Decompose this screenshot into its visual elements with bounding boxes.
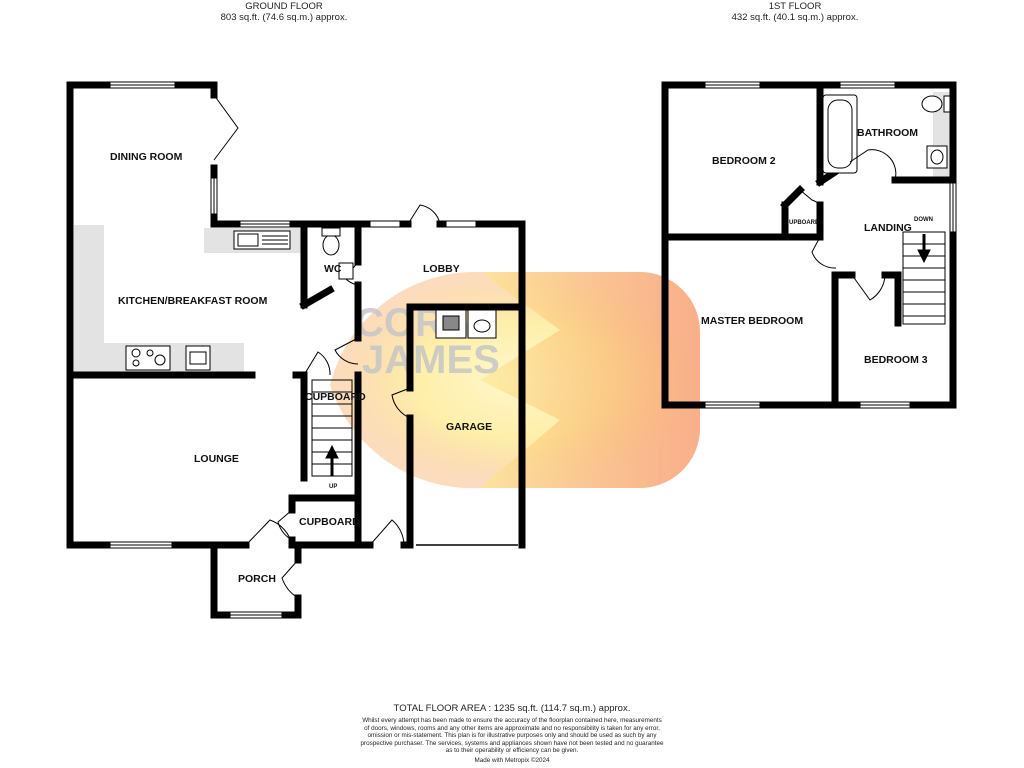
made-with-credit: Made with Metropix ©2024 <box>474 757 550 764</box>
first-floor-title: 1ST FLOOR <box>768 1 822 12</box>
room-cupboard: CUPBOARD <box>299 516 360 528</box>
room-lounge: LOUNGE <box>194 453 239 465</box>
disclaimer-line: Whilst every attempt has been made to en… <box>362 717 662 724</box>
room-porch: PORCH <box>238 573 276 585</box>
room-lobby: LOBBY <box>423 263 460 275</box>
disclaimer-line: omission or mis-statement. This plan is … <box>367 732 657 740</box>
disclaimer-line: of doors, windows, rooms and any other i… <box>364 724 660 732</box>
room-kitchen: KITCHEN/BREAKFAST ROOM <box>118 295 268 307</box>
room-bedroom-3: BEDROOM 3 <box>864 354 928 366</box>
disclaimer-line: as to their operability or efficiency ca… <box>445 747 579 755</box>
ground-floor-area: 803 sq.ft. (74.6 sq.m.) approx. <box>220 12 348 23</box>
room-bathroom: BATHROOM <box>857 127 918 139</box>
stairs-up-label: UP <box>329 484 337 490</box>
room-upstairs-cupboard: UPBOARD <box>789 220 820 226</box>
stairs-down-label: DOWN <box>914 217 933 223</box>
room-dining: DINING ROOM <box>110 151 183 163</box>
kitchen-worktop-bottom <box>104 343 244 373</box>
ground-floor-header: GROUND FLOOR 803 sq.ft. (74.6 sq.m.) app… <box>184 1 384 23</box>
room-bedroom-2: BEDROOM 2 <box>712 155 776 167</box>
first-floor-area: 432 sq.ft. (40.1 sq.m.) approx. <box>731 12 859 23</box>
room-cupboard-stairs: CUPBOARD <box>305 391 366 403</box>
room-landing: LANDING <box>864 222 912 234</box>
room-master-bedroom: MASTER BEDROOM <box>701 315 803 327</box>
ground-floor-title: GROUND FLOOR <box>245 1 323 12</box>
ground-floor-plan: DINING ROOM KITCHEN/BREAKFAST ROOM WC LO… <box>66 81 526 619</box>
kitchen-worktop-left <box>74 225 104 373</box>
total-floor-area: TOTAL FLOOR AREA : 1235 sq.ft. (114.7 sq… <box>393 703 631 714</box>
first-floor-plan: BEDROOM 2 BATHROOM UPBOARD LANDING DOWN … <box>661 81 957 409</box>
watermark-line2: JAMES <box>362 338 500 382</box>
disclaimer-line: prospective purchaser. The services, sys… <box>360 739 664 747</box>
room-garage: GARAGE <box>446 421 492 433</box>
disclaimer: Whilst every attempt has been made to en… <box>312 717 712 755</box>
first-floor-header: 1ST FLOOR 432 sq.ft. (40.1 sq.m.) approx… <box>695 1 895 23</box>
room-wc: WC <box>324 263 342 275</box>
